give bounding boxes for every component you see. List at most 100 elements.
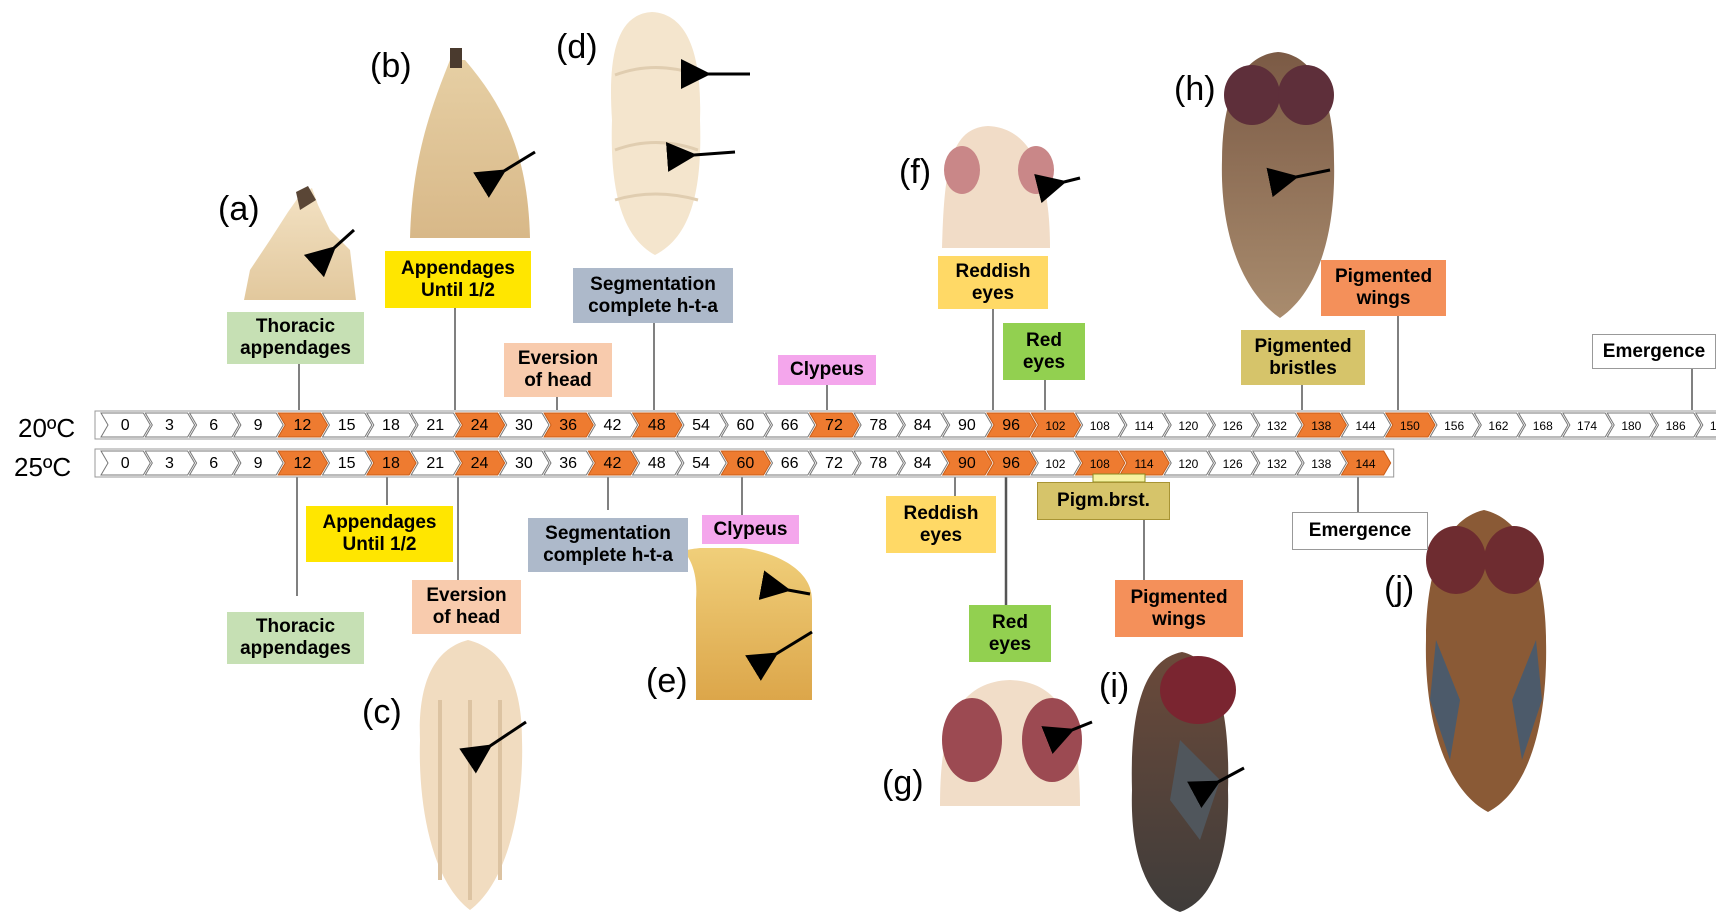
row20-hour-label-42: 42 [604,417,622,434]
label-20-clypeus: Clypeus [778,355,876,385]
row20-hour-label-168: 168 [1533,419,1553,433]
label-25-appendages-until-half: Appendages Until 1/2 [306,506,453,562]
panel-i-letter: (i) [1099,667,1129,705]
row20-hour-label-12: 12 [293,417,311,434]
panel-e-letter: (e) [646,662,688,700]
row25-hour-label-0: 0 [121,455,130,472]
panel-f-letter: (f) [899,153,931,191]
label-20-pigmented-bristles: Pigmented bristles [1241,330,1365,385]
specimen-d-image [611,12,750,255]
specimen-f-image [942,126,1080,248]
row25-hour-label-72: 72 [825,455,843,472]
label-20-thoracic-appendages: Thoracic appendages [227,312,364,364]
row20-hour-label-102: 102 [1045,419,1065,433]
row20-hour-label-150: 150 [1400,419,1420,433]
panel-a-letter: (a) [218,190,260,228]
row20-hour-label-24: 24 [471,417,489,434]
panel-h-letter: (h) [1174,70,1216,108]
specimen-a-image [244,186,356,300]
panel-d-letter: (d) [556,28,598,66]
row20-hour-label-96: 96 [1002,417,1020,434]
row20-hour-label-15: 15 [338,417,356,434]
row20-hour-label-60: 60 [736,417,754,434]
specimen-j-image [1426,510,1546,812]
row25-hour-label-138: 138 [1311,457,1331,471]
panel-c-letter: (c) [362,693,402,731]
label-25-red-eyes: Red eyes [969,605,1051,662]
row25-hour-label-30: 30 [515,455,533,472]
row25-hour-label-42: 42 [604,455,622,472]
row20-hour-label-48: 48 [648,417,666,434]
label-25-thoracic-appendages: Thoracic appendages [227,612,364,664]
row25-hour-label-126: 126 [1223,457,1243,471]
specimen-g-image [940,680,1092,806]
row25-hour-label-48: 48 [648,455,666,472]
label-20-appendages-until-half: Appendages Until 1/2 [385,251,531,308]
panel-j-letter: (j) [1384,570,1414,608]
pigm-bristles-bracket [1093,474,1145,482]
label-25-segmentation-complete: Segmentation complete h-t-a [528,518,688,572]
row20-hour-label-126: 126 [1223,419,1243,433]
label-20-pigmented-wings: Pigmented wings [1321,260,1446,316]
row20-hour-label-114: 114 [1134,419,1153,433]
specimen-e-image [686,548,812,700]
row20-hour-label-162: 162 [1488,419,1508,433]
row20-hour-label-72: 72 [825,417,843,434]
row25-hour-label-3: 3 [165,455,174,472]
label-25-reddish-eyes: Reddish eyes [886,496,996,553]
row-25-label: 25ºC [14,452,71,482]
row25-hour-label-12: 12 [293,455,311,472]
specimen-b-image [410,48,535,238]
row20-hour-label-180: 180 [1621,419,1641,433]
row25-hour-label-102: 102 [1045,457,1065,471]
row25-hour-label-96: 96 [1002,455,1020,472]
label-20-segmentation-complete: Segmentation complete h-t-a [573,268,733,323]
panel-b-letter: (b) [370,47,412,85]
row20-hour-label-9: 9 [254,417,263,434]
row20-hour-label-0: 0 [121,417,130,434]
label-25-pigmented-wings: Pigmented wings [1115,580,1243,637]
specimen-h-image [1222,52,1334,318]
row20-hour-label-120: 120 [1178,419,1198,433]
row20-hour-label-156: 156 [1444,419,1464,433]
row25-hour-label-18: 18 [382,455,400,472]
row25-hour-label-108: 108 [1090,457,1110,471]
label-25-pigm-brst: Pigm.brst. [1037,482,1170,520]
row20-hour-label-18: 18 [382,417,400,434]
specimen-c-image [420,640,526,910]
row20-hour-label-174: 174 [1577,419,1597,433]
panel-g-letter: (g) [882,764,924,802]
row25-hour-label-60: 60 [736,455,754,472]
specimen-i-image [1132,652,1244,912]
row20-hour-label-132: 132 [1267,419,1287,433]
label-20-reddish-eyes: Reddish eyes [938,256,1048,309]
row25-hour-label-24: 24 [471,455,489,472]
label-25-clypeus: Clypeus [702,515,799,544]
row20-hour-label-54: 54 [692,417,710,434]
row25-hour-label-144: 144 [1356,457,1376,471]
row20-hour-label-84: 84 [914,417,932,434]
row20-hour-label-36: 36 [559,417,577,434]
row25-hour-label-132: 132 [1267,457,1287,471]
row20-hour-label-108: 108 [1090,419,1110,433]
row25-hour-label-120: 120 [1178,457,1198,471]
row25-hour-label-90: 90 [958,455,976,472]
row25-hour-label-15: 15 [338,455,356,472]
row20-hour-label-30: 30 [515,417,533,434]
row20-hour-label-186: 186 [1666,419,1686,433]
row25-hour-label-84: 84 [914,455,932,472]
timeline-row-20c: 0369121518212430364248546066727884909610… [95,411,1716,439]
row25-hour-label-36: 36 [559,455,577,472]
row-20-label: 20ºC [18,413,75,443]
row25-hour-label-9: 9 [254,455,263,472]
row20-hour-label-78: 78 [869,417,887,434]
label-20-red-eyes: Red eyes [1003,323,1085,380]
row20-hour-label-90: 90 [958,417,976,434]
row20-hour-label-138: 138 [1311,419,1331,433]
row20-hour-label-66: 66 [781,417,799,434]
row25-hour-label-114: 114 [1134,457,1153,471]
row20-hour-label-192: 192 [1710,419,1716,433]
row20-hour-label-3: 3 [165,417,174,434]
timeline-row-25c: 0369121518212430364248546066727884909610… [95,449,1394,477]
